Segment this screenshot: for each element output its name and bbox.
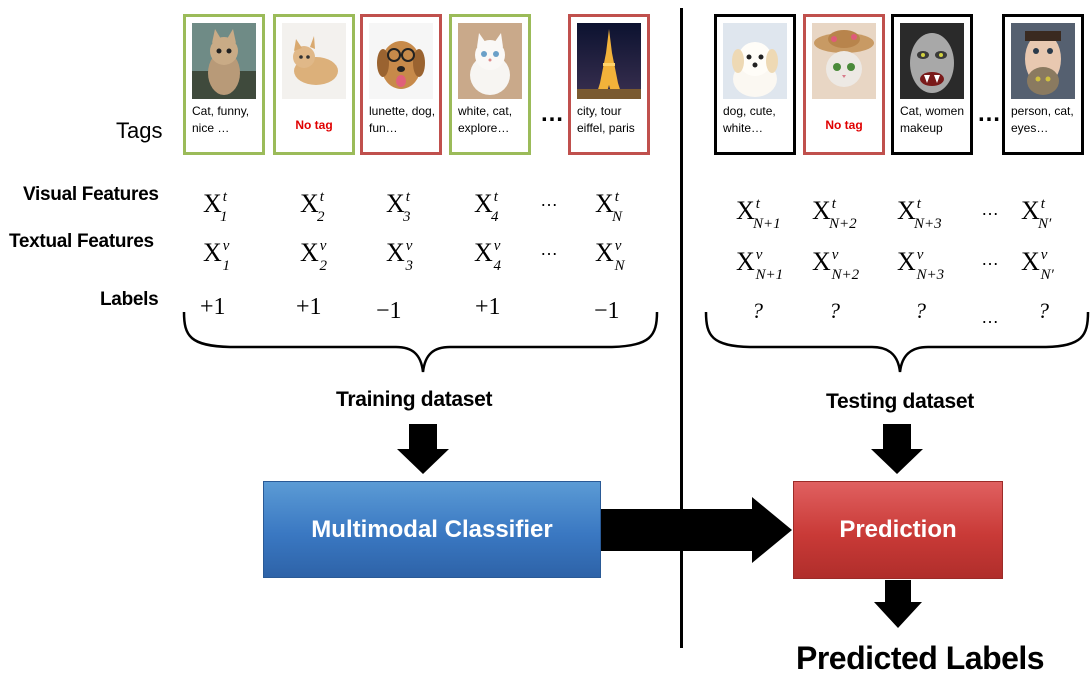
test-label: ? (829, 298, 840, 323)
train-visual-feature: Xt3 (386, 189, 411, 225)
test-image-card-3: Cat, women makeup (891, 14, 973, 155)
train-image-card-4: white, cat, explore… (449, 14, 531, 155)
test-textual-feature: XvN+1 (736, 247, 784, 283)
image-caption: Cat, funny, nice … (192, 104, 250, 135)
training-brace (182, 311, 659, 373)
training-down-arrow (397, 424, 449, 474)
labels-label: Labels (100, 289, 159, 310)
train-image-card-3: lunette, dog, fun… (360, 14, 442, 155)
prediction-box: Prediction (793, 481, 1003, 579)
train-image-card-1: Cat, funny, nice … (183, 14, 265, 155)
train-label: −1 (376, 298, 402, 324)
test-visual-ellipsis: … (981, 199, 999, 219)
tags-label: Tags (116, 118, 163, 143)
face-makeup-image (900, 23, 964, 99)
train-visual-feature: Xt1 (203, 189, 228, 225)
test-image-card-1: dog, cute, white… (714, 14, 796, 155)
image-caption: person, cat, eyes… (1011, 104, 1074, 135)
classifier-to-prediction-arrow (601, 497, 792, 563)
train-image-card-2: No tag (273, 14, 355, 155)
image-caption: lunette, dog, fun… (369, 104, 436, 135)
test-label: ? (915, 298, 926, 323)
no-tag-caption: No tag (295, 118, 333, 132)
eiffel-tower-image (577, 23, 641, 99)
train-textual-feature: XvN (595, 238, 625, 274)
test-image-card-2: No tag (803, 14, 885, 155)
test-textual-feature: XvN+2 (812, 247, 860, 283)
puppy-image (723, 23, 787, 99)
testing-down-arrow (871, 424, 923, 474)
visual-features-label: Visual Features (23, 184, 159, 205)
test-image-card-4: person, cat, eyes… (1002, 14, 1084, 155)
train-label: +1 (296, 294, 322, 320)
cat-image (282, 23, 346, 99)
train-textual-feature: Xv3 (386, 238, 413, 274)
train-label: +1 (200, 294, 226, 320)
cat-with-hat-image (812, 23, 876, 99)
image-caption: Cat, women makeup (900, 104, 965, 135)
test-visual-feature: XtN+2 (812, 196, 857, 232)
train-textual-feature: Xv2 (300, 238, 327, 274)
train-label: −1 (594, 298, 620, 324)
no-tag-caption: No tag (825, 118, 863, 132)
test-textual-feature: XvN′ (1021, 247, 1054, 283)
train-image-card-5: city, tour eiffel, paris (568, 14, 650, 155)
white-kitten-image (458, 23, 522, 99)
image-caption: city, tour eiffel, paris (577, 104, 635, 135)
training-dataset-label: Training dataset (336, 388, 493, 411)
train-visual-feature: XtN (595, 189, 622, 225)
train-visual-ellipsis: … (540, 190, 558, 210)
test-textual-feature: XvN+3 (897, 247, 945, 283)
train-images-ellipsis: … (540, 100, 564, 127)
train-visual-feature: Xt2 (300, 189, 325, 225)
testing-brace (704, 311, 1090, 373)
kitten-image (192, 23, 256, 99)
test-images-ellipsis: … (977, 100, 1001, 127)
prediction-output-arrow (874, 580, 922, 628)
test-labels-ellipsis: … (981, 307, 999, 327)
image-caption: dog, cute, white… (723, 104, 776, 135)
test-label: ? (1038, 298, 1049, 323)
train-visual-feature: Xt4 (474, 189, 499, 225)
textual-features-label: Textual Features (9, 231, 154, 252)
train-textual-feature: Xv1 (203, 238, 230, 274)
test-visual-feature: XtN+1 (736, 196, 781, 232)
test-label: ? (752, 298, 763, 323)
test-visual-feature: XtN+3 (897, 196, 942, 232)
train-textual-ellipsis: … (540, 239, 558, 259)
test-textual-ellipsis: … (981, 249, 999, 269)
train-textual-feature: Xv4 (474, 238, 501, 274)
person-cat-image (1011, 23, 1075, 99)
section-divider (680, 8, 683, 648)
dog-with-glasses-image (369, 23, 433, 99)
image-caption: white, cat, explore… (458, 104, 513, 135)
predicted-labels-output: Predicted Labels (796, 640, 1045, 676)
test-visual-feature: XtN′ (1021, 196, 1052, 232)
multimodal-classifier-box: Multimodal Classifier (263, 481, 601, 578)
testing-dataset-label: Testing dataset (826, 390, 974, 413)
train-label: +1 (475, 294, 501, 320)
